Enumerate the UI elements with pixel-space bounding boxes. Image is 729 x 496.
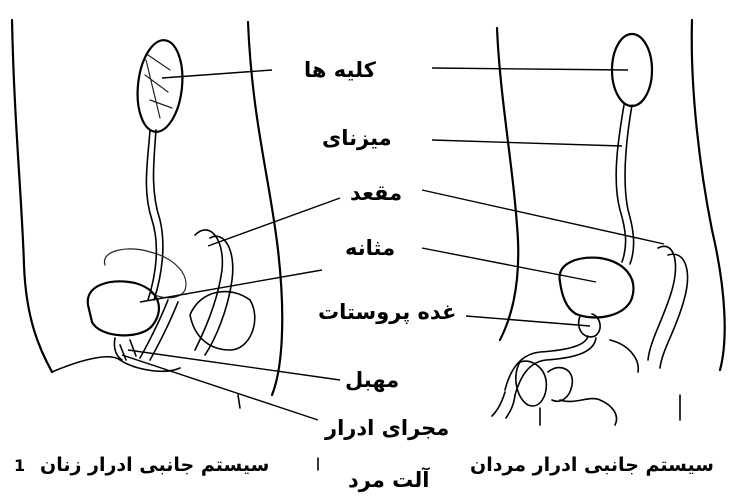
female-front-outline [248,22,282,395]
label-ureters: میزنای [322,128,392,149]
male-leaders [422,68,664,326]
caption-female: سیستم جانبی ادرار زنان [40,456,269,475]
female-uterus [104,249,186,298]
male-ureter [616,105,625,262]
male-back-outline [692,20,725,370]
label-rectum: مقعد [350,183,402,204]
female-figure [12,20,282,408]
label-vagina: مهبل [345,370,399,391]
figure-number: 1 [14,458,25,474]
female-leaders [122,70,340,420]
male-bladder [560,258,634,318]
label-penis: آلت مرد [348,470,429,491]
label-kidneys: کلیه ها [304,60,376,81]
female-back-outline [12,20,52,372]
male-penis [492,392,515,418]
male-rectum [648,246,676,360]
male-figure [492,20,725,425]
label-bladder: مثانه [345,238,395,259]
female-bladder [88,281,159,335]
caption-male: سیستم جانبی ادرار مردان [470,456,714,475]
label-urethra: مجرای ادرار [325,418,449,439]
male-front-outline [497,28,518,340]
label-prostate: غده پروستات [318,302,456,323]
